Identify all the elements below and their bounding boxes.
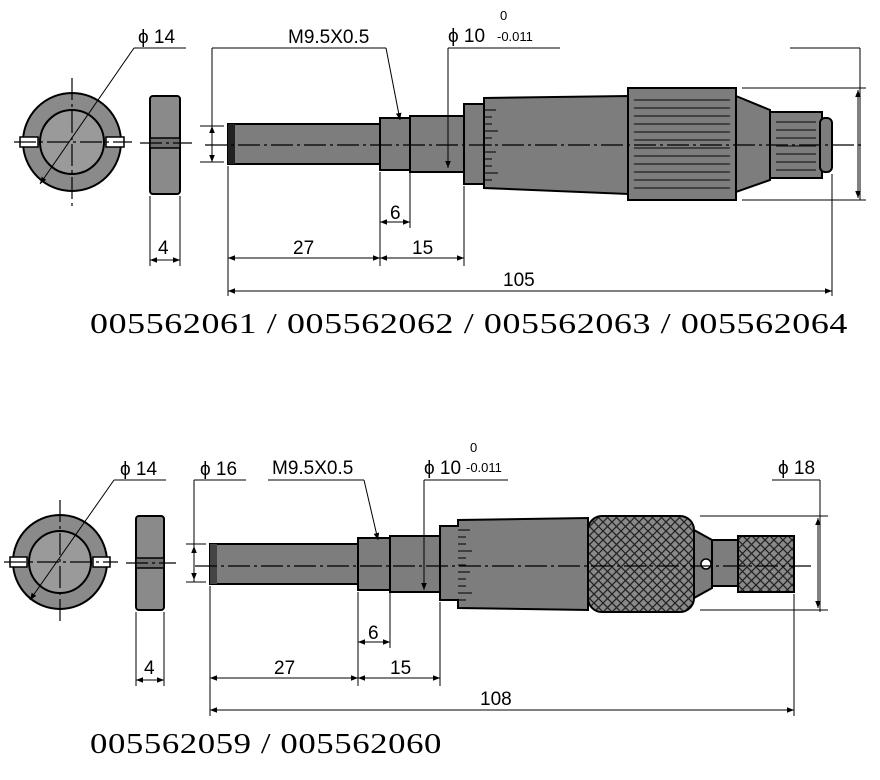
thimble-scale-ticks-2 — [458, 529, 472, 601]
thimble-scale-ticks-1 — [484, 109, 498, 181]
tolerance-lower-1: -0.011 — [497, 29, 533, 44]
thread-label-2: M9.5X0.5 — [272, 458, 353, 479]
nut-thickness-label-2: 4 — [144, 658, 155, 679]
thread-length-label-2: 6 — [368, 623, 379, 644]
thimble-diameter-label-2: ϕ 18 — [778, 458, 815, 479]
lock-nut-side-view-2 — [126, 515, 176, 611]
tolerance-upper-2: 0 — [470, 440, 477, 455]
nut-diameter-label-1: ϕ 14 — [138, 27, 175, 48]
tolerance-lower-2: -0.011 — [466, 460, 502, 475]
spindle-diameter-label-1: ϕ 10 — [448, 26, 485, 47]
nut-thickness-label-1: 4 — [158, 238, 169, 259]
dimension-lines-1 — [39, 47, 866, 296]
dim-27-label-1: 27 — [293, 238, 314, 259]
micrometer-head-2 — [195, 515, 812, 613]
dim-15-label-1: 15 — [412, 238, 433, 259]
drawing-1: ϕ 14 M9.5X0.5 ϕ 10 0 -0.011 6 4 27 15 10… — [14, 8, 866, 340]
dimension-lines-2 — [29, 479, 828, 716]
ratchet-knurl-ribs-1 — [634, 99, 816, 189]
total-length-label-1: 105 — [503, 270, 535, 291]
thread-label-1: M9.5X0.5 — [288, 27, 369, 48]
total-length-label-2: 108 — [480, 689, 512, 710]
part-numbers-1: 005562061 / 005562062 / 005562063 / 0055… — [90, 308, 848, 340]
spindle-face-diameter-label-2: ϕ 16 — [200, 459, 237, 480]
lock-nut-front-view-1 — [14, 78, 132, 206]
tolerance-upper-1: 0 — [500, 8, 507, 23]
dim-27-label-2: 27 — [274, 658, 295, 679]
part-numbers-2: 005562059 / 005562060 — [90, 728, 442, 760]
thread-length-label-1: 6 — [390, 203, 401, 224]
drawing-2: ϕ 14 ϕ 16 M9.5X0.5 ϕ 10 0 -0.011 ϕ 18 6 … — [4, 440, 828, 760]
nut-diameter-label-2: ϕ 14 — [120, 459, 157, 480]
dimension-text-1: ϕ 14 M9.5X0.5 ϕ 10 0 -0.011 6 4 27 15 10… — [138, 8, 535, 291]
dimension-text-2: ϕ 14 ϕ 16 M9.5X0.5 ϕ 10 0 -0.011 ϕ 18 6 … — [120, 440, 815, 710]
dim-15-label-2: 15 — [390, 658, 411, 679]
spindle-diameter-label-2: ϕ 10 — [424, 458, 461, 479]
lock-nut-front-view-2 — [4, 500, 118, 624]
micrometer-head-1 — [205, 87, 862, 201]
lock-nut-side-view-1 — [140, 95, 192, 195]
